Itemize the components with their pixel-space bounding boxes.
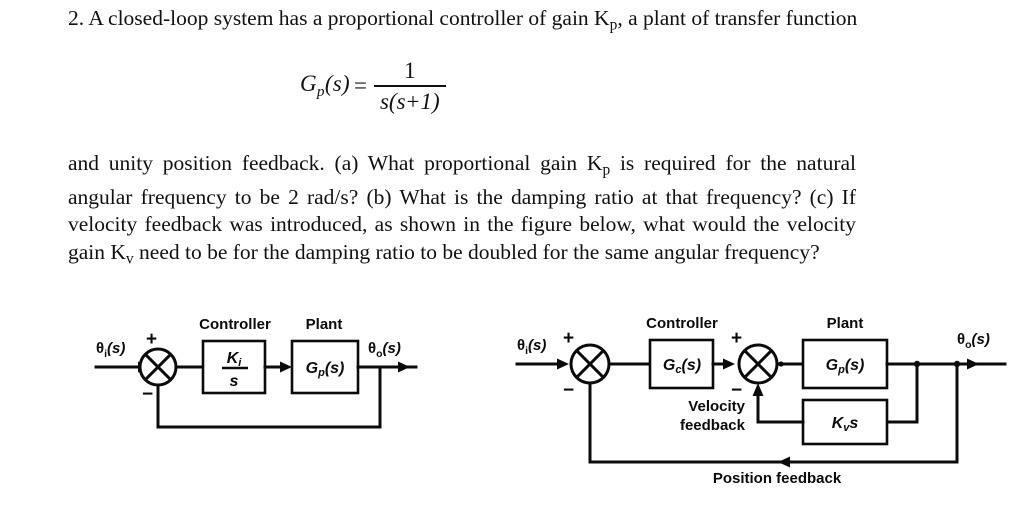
right-diagram-velocity-feedback-arrowhead [752, 383, 764, 396]
right-diagram-sum2-cross-b [743, 349, 773, 379]
right-diagram-plant-block-label: Gp(s) [826, 357, 865, 376]
equation-G: G [300, 71, 317, 97]
problem-paragraph-2-part2: is required for the natural angular freq… [68, 151, 856, 264]
problem-paragraph-2-part3: need to be for the damping ratio to be d… [133, 239, 820, 264]
left-diagram-plant-input-arrowhead [280, 361, 292, 373]
right-diagram-plant-block [801, 338, 889, 390]
equation-denominator-operator: + [406, 88, 420, 114]
left-diagram-summing-junction-cross-b [144, 353, 172, 381]
right-diagram-output-arrowhead [967, 358, 979, 370]
right-diagram-velocity-tap-path [885, 362, 919, 424]
left-diagram-plant-block-label: Gp(s) [306, 360, 345, 379]
left-diagram-plant-block [290, 339, 360, 395]
left-diagram-feedback-path [156, 365, 382, 429]
equation-G-subscript: p [316, 83, 325, 101]
equation-left-hand-side: Gp(s) [300, 71, 350, 101]
right-diagram-output-label: θo(s) [957, 331, 990, 351]
problem-paragraph-1-part2: , a plant of transfer function [617, 6, 858, 30]
left-diagram-output-label: θo(s) [368, 340, 401, 360]
problem-statement: 2. A closed-loop system has a proportion… [68, 5, 858, 39]
right-diagram-input-label: θi(s) [517, 337, 546, 357]
right-diagram-velocity-feedback-caption-line1: Velocity [688, 398, 745, 415]
left-diagram-input-label: θi(s) [96, 340, 125, 360]
left-diagram-controller-denominator: s [230, 373, 239, 390]
problem-paragraph-2-wrapper: and unity position feedback. (a) What pr… [68, 150, 856, 273]
right-diagram-sum1-cross-b [575, 349, 605, 379]
right-diagram-controller-block [648, 338, 715, 390]
equation-fraction-bar [373, 85, 446, 87]
right-diagram-controller-caption: Controller [646, 315, 718, 332]
right-diagram-controller-block-label: Gc(s) [663, 357, 701, 376]
problem-paragraph-1-part1: 2. A closed-loop system has a proportion… [68, 6, 610, 30]
right-diagram-velocity-feedback-path [756, 392, 805, 424]
equation-G-argument: (s) [324, 71, 350, 97]
left-diagram-output-arrowhead [398, 361, 410, 373]
right-diagram-sum1-minus-sign: − [563, 380, 574, 401]
problem-paragraph-2-subscript-p: p [602, 161, 611, 179]
right-diagram-position-feedback-arrowhead [778, 456, 790, 468]
right-diagram-sum2-minus-sign: − [731, 380, 742, 401]
left-diagram-plus-sign: + [146, 329, 157, 350]
left-diagram-controller-numerator: Ki [227, 350, 243, 369]
right-diagram-position-feedback-path [588, 362, 959, 464]
transfer-function-equation: Gp(s) = 1 s(s+1) [300, 58, 446, 115]
problem-paragraph-1: 2. A closed-loop system has a proportion… [68, 5, 858, 39]
problem-paragraph-2-subscript-v: v [125, 250, 134, 268]
problem-paragraph-1-subscript-p: p [609, 16, 618, 34]
equation-denominator-left: s(s [379, 88, 406, 114]
equation-fraction: 1 s(s+1) [373, 58, 446, 115]
right-diagram-sum2-plus-sign: + [731, 328, 742, 349]
right-diagram-sum1-plus-sign: + [563, 328, 574, 349]
right-diagram-plant-caption: Plant [827, 315, 864, 332]
problem-paragraph-2: and unity position feedback. (a) What pr… [68, 150, 856, 273]
equation-denominator-right: 1) [420, 88, 440, 114]
equation-numerator: 1 [404, 58, 416, 83]
block-diagram-left: θi(s) + − Controller Ki s Plant Gp(s) θo… [80, 315, 420, 455]
right-diagram-node-sum2-out [778, 361, 784, 367]
right-diagram-position-feedback-caption: Position feedback [713, 470, 842, 487]
problem-paragraph-2-part1: and unity position feedback. (a) What pr… [68, 151, 603, 175]
right-diagram-velocity-feedback-caption-line2: feedback [680, 417, 746, 434]
block-diagram-right: θi(s) + − Controller Gc(s) + − Plant Gp(… [505, 312, 1015, 487]
left-diagram-controller-caption: Controller [199, 316, 271, 333]
equation-equals-sign: = [353, 73, 367, 99]
right-diagram-sum2-input-arrowhead [723, 358, 735, 370]
left-diagram-minus-sign: − [142, 384, 153, 405]
right-diagram-velocity-gain-label: Kvs [832, 415, 859, 434]
right-diagram-input-arrowhead [557, 358, 569, 370]
equation-denominator: s(s+1) [374, 87, 446, 115]
left-diagram-plant-caption: Plant [306, 316, 343, 333]
